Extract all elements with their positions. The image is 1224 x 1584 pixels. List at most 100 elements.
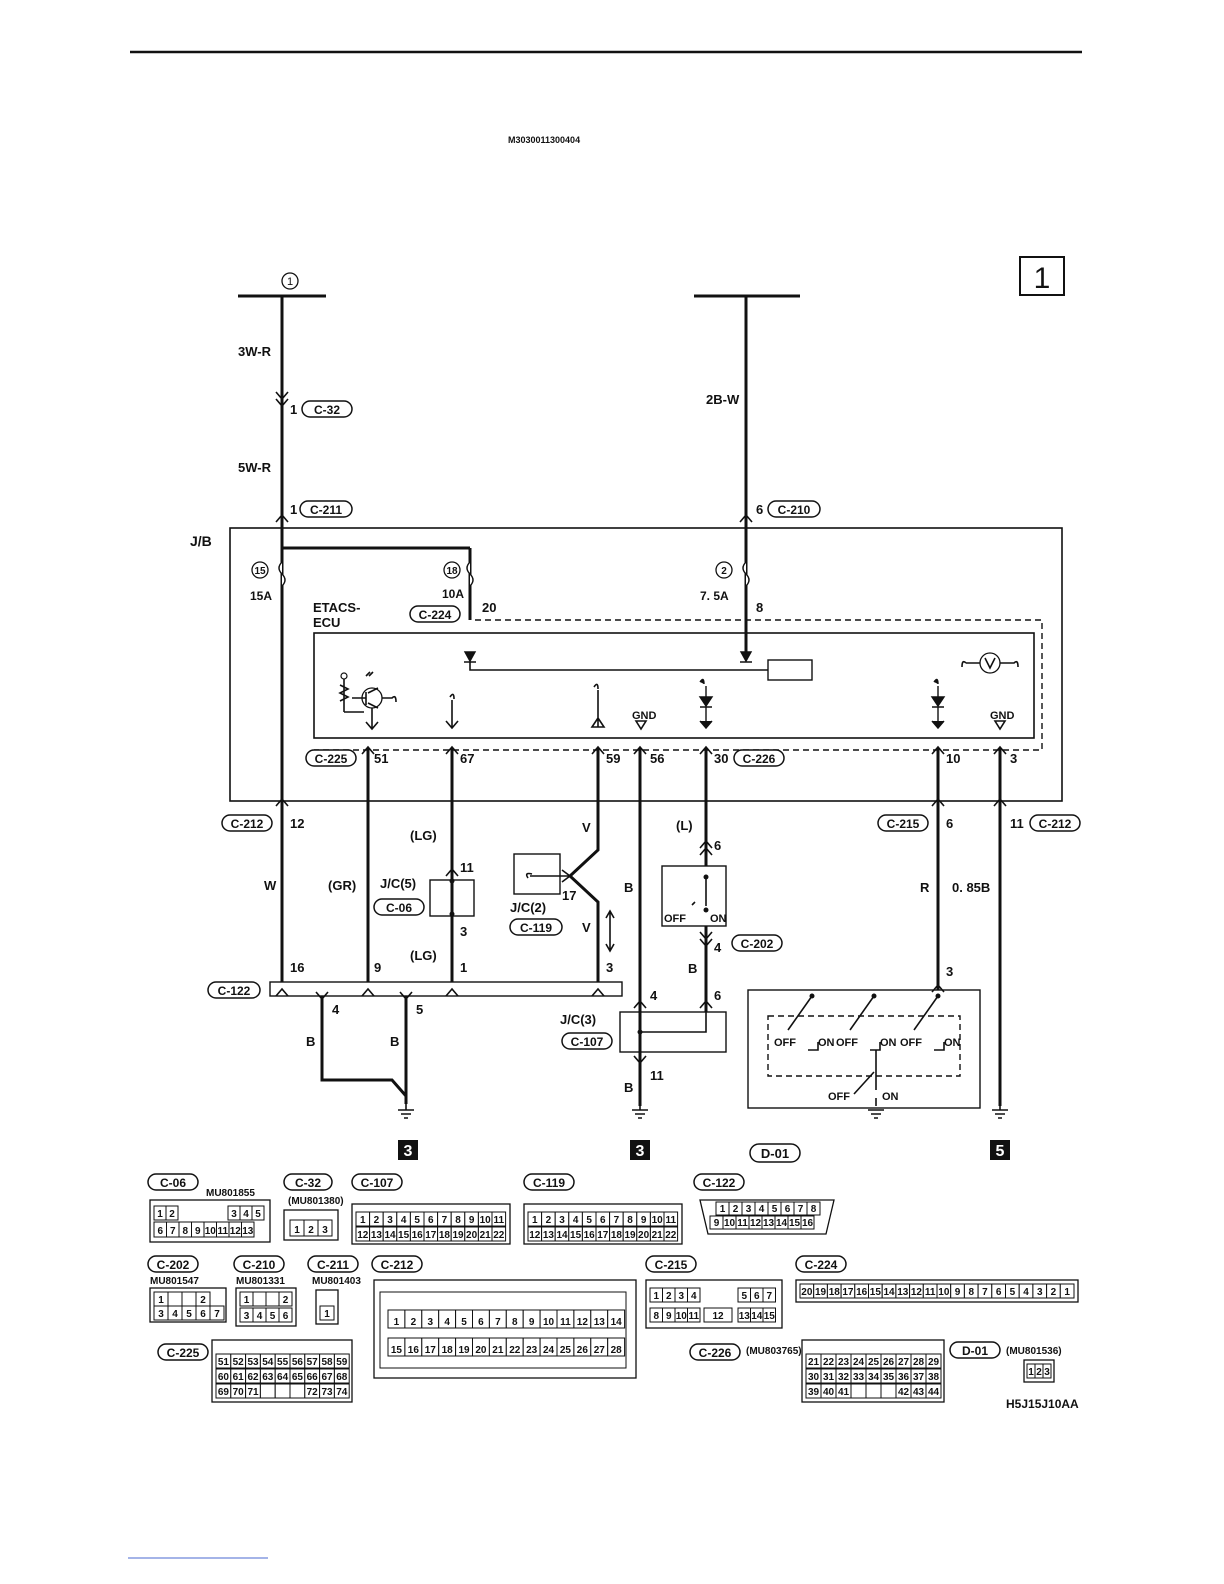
gnd-label-2: GND — [990, 710, 1015, 722]
svg-text:7: 7 — [982, 1287, 988, 1298]
fuse-15-icon — [278, 561, 286, 587]
svg-text:10: 10 — [543, 1317, 555, 1328]
pin-16: 16 — [290, 960, 304, 975]
svg-text:1: 1 — [294, 1225, 300, 1236]
svg-text:3: 3 — [678, 1291, 684, 1302]
svg-text:12: 12 — [529, 1230, 541, 1241]
svg-text:1: 1 — [1064, 1287, 1070, 1298]
svg-text:C-212: C-212 — [1039, 817, 1072, 831]
wire-v — [567, 748, 600, 988]
svg-text:16: 16 — [856, 1287, 868, 1298]
etacs-ecu-box — [313, 632, 1035, 739]
svg-text:9: 9 — [469, 1215, 475, 1226]
svg-text:3: 3 — [158, 1309, 164, 1320]
svg-text:57: 57 — [307, 1357, 319, 1368]
svg-text:10: 10 — [676, 1311, 688, 1322]
svg-text:68: 68 — [336, 1372, 348, 1383]
svg-text:41: 41 — [838, 1387, 850, 1398]
pin-3b: 3 — [460, 924, 467, 939]
wire-3wr-label: 3W-R — [238, 344, 272, 359]
svg-text:73: 73 — [321, 1387, 333, 1398]
pin-6b: 6 — [946, 816, 953, 831]
pin-6c: 6 — [714, 838, 721, 853]
ecu-input-67 — [445, 693, 459, 730]
d01-off-4: OFF — [828, 1091, 850, 1103]
connector-marker — [275, 391, 289, 408]
svg-text:9: 9 — [195, 1226, 201, 1237]
svg-text:26: 26 — [883, 1357, 895, 1368]
pin-3c: 3 — [606, 960, 613, 975]
svg-text:2: 2 — [1036, 1367, 1042, 1378]
svg-text:5: 5 — [255, 1209, 261, 1220]
svg-text:9: 9 — [529, 1317, 535, 1328]
svg-text:17: 17 — [425, 1230, 437, 1241]
svg-text:13: 13 — [242, 1226, 254, 1237]
svg-text:19: 19 — [815, 1287, 827, 1298]
svg-text:17: 17 — [842, 1287, 854, 1298]
svg-text:C-32: C-32 — [295, 1176, 321, 1190]
svg-text:55: 55 — [277, 1357, 289, 1368]
svg-text:51: 51 — [218, 1357, 230, 1368]
svg-text:5: 5 — [270, 1311, 276, 1322]
svg-text:C-107: C-107 — [361, 1176, 394, 1190]
pin-9: 9 — [374, 960, 381, 975]
pin-51: 51 — [374, 751, 388, 766]
svg-text:7: 7 — [442, 1215, 448, 1226]
svg-text:4: 4 — [1023, 1287, 1029, 1298]
svg-text:18: 18 — [829, 1287, 841, 1298]
svg-text:3: 3 — [559, 1215, 565, 1226]
svg-text:7: 7 — [170, 1226, 176, 1237]
svg-text:3: 3 — [231, 1209, 237, 1220]
svg-text:38: 38 — [928, 1372, 940, 1383]
ecu-dashed-boundary — [314, 619, 1043, 751]
svg-text:3: 3 — [387, 1215, 393, 1226]
pin-4: 4 — [714, 940, 722, 955]
svg-text:5: 5 — [1010, 1287, 1016, 1298]
tag-c211: C-211 — [299, 500, 353, 518]
svg-text:10: 10 — [205, 1226, 217, 1237]
svg-text:56: 56 — [292, 1357, 304, 1368]
svg-text:21: 21 — [480, 1230, 492, 1241]
pin-1c: 1 — [460, 960, 467, 975]
svg-text:14: 14 — [611, 1317, 623, 1328]
diode-2-icon — [739, 651, 753, 663]
svg-text:C-212: C-212 — [231, 817, 264, 831]
svg-text:C-226: C-226 — [699, 1346, 732, 1360]
svg-text:1: 1 — [324, 1309, 330, 1320]
svg-text:15: 15 — [391, 1345, 403, 1356]
tag-c107: C-107 — [561, 1032, 613, 1050]
svg-text:2: 2 — [308, 1225, 314, 1236]
svg-text:18: 18 — [442, 1345, 454, 1356]
svg-text:20: 20 — [801, 1287, 813, 1298]
svg-text:62: 62 — [247, 1372, 259, 1383]
svg-text:4: 4 — [172, 1309, 178, 1320]
svg-text:64: 64 — [277, 1372, 289, 1383]
svg-text:5: 5 — [996, 1143, 1005, 1160]
svg-text:C-06: C-06 — [160, 1176, 186, 1190]
tag-c202: C-202 — [731, 934, 783, 952]
pin-30: 30 — [714, 751, 728, 766]
tag-c06: C-06 — [373, 898, 425, 916]
ecu-module-box — [767, 659, 813, 681]
svg-text:12: 12 — [750, 1218, 762, 1229]
svg-text:2: 2 — [411, 1317, 417, 1328]
svg-text:22: 22 — [493, 1230, 505, 1241]
svg-text:C-211: C-211 — [310, 503, 342, 517]
svg-text:2: 2 — [374, 1215, 380, 1226]
svg-text:11: 11 — [737, 1218, 748, 1229]
d01-off-3: OFF — [900, 1037, 922, 1049]
svg-text:36: 36 — [898, 1372, 910, 1383]
svg-text:18: 18 — [611, 1230, 623, 1241]
d01-on-3: ON — [944, 1037, 961, 1049]
svg-text:4: 4 — [573, 1215, 579, 1226]
pin-1b: 1 — [290, 502, 297, 517]
ground-ref-1: 3 — [398, 1140, 418, 1160]
pin-59: 59 — [606, 751, 620, 766]
svg-text:2: 2 — [546, 1215, 552, 1226]
svg-text:12: 12 — [911, 1287, 923, 1298]
svg-text:8: 8 — [653, 1311, 659, 1322]
svg-text:16: 16 — [412, 1230, 424, 1241]
svg-text:24: 24 — [853, 1357, 865, 1368]
